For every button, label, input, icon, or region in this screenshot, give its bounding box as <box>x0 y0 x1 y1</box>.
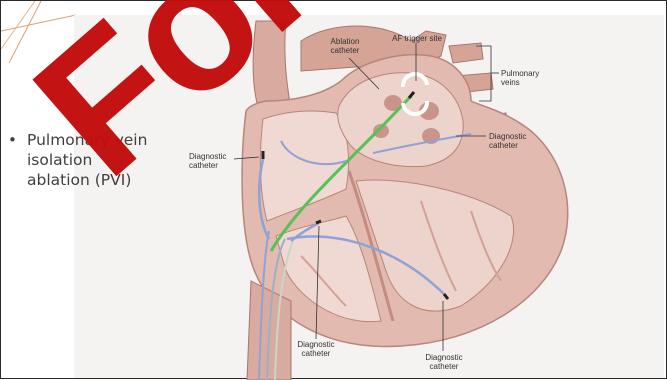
bullet-marker: • <box>8 130 17 150</box>
label-af-trigger-site: AF trigger site <box>383 34 451 43</box>
label-diagnostic-catheter-bottom-right: Diagnostic catheter <box>419 353 469 371</box>
label-diagnostic-catheter-bottom-center: Diagnostic catheter <box>291 340 341 358</box>
label-pulmonary-veins: Pulmonary veins <box>501 69 543 87</box>
label-diagnostic-catheter-right: Diagnostic catheter <box>489 132 537 150</box>
